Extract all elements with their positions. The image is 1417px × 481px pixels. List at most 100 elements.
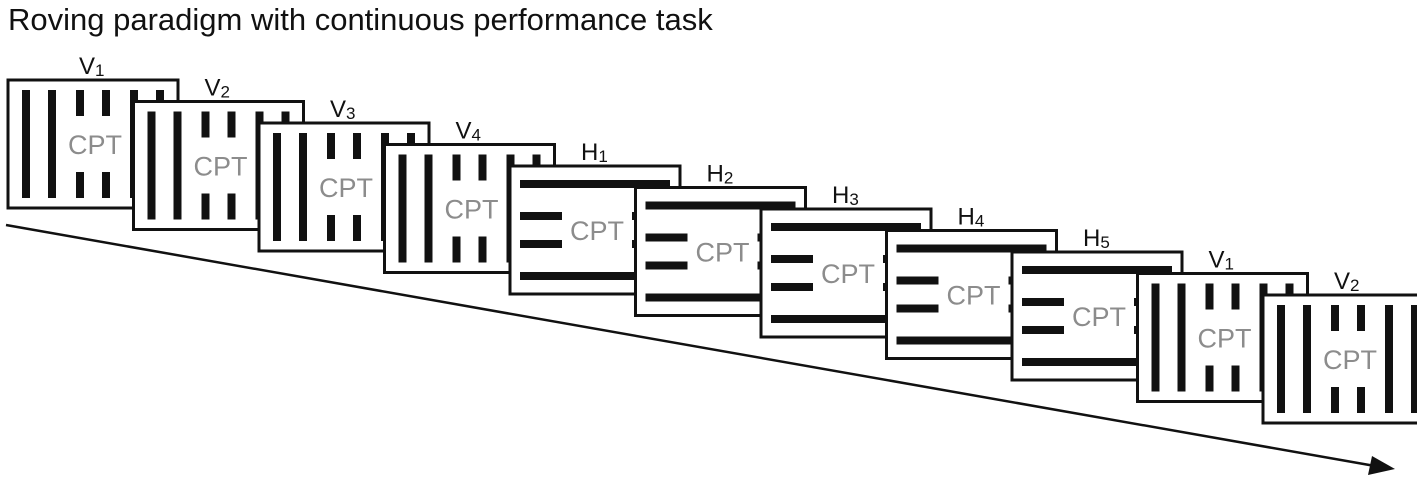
frame-label-subscript: 1: [95, 61, 104, 80]
frame-label: H2: [707, 161, 734, 188]
grating-bar: [645, 293, 796, 302]
grating-bar-segment: [1205, 365, 1214, 392]
grating-bar: [22, 90, 30, 198]
frame-label: H3: [832, 182, 859, 209]
frame-label-letter: V: [1334, 268, 1350, 295]
grating-bar: [896, 336, 1047, 345]
grating-bar-segment: [645, 233, 688, 242]
frame-label: V3: [330, 96, 355, 123]
grating-bar: [1303, 305, 1311, 413]
cpt-label: CPT: [1072, 302, 1126, 332]
grating-bar: [398, 154, 407, 263]
grating-bar-segment: [1357, 305, 1365, 331]
grating-bar-segment: [76, 172, 84, 198]
cpt-label: CPT: [1198, 324, 1252, 354]
frame-label-letter: H: [832, 182, 849, 209]
cpt-label: CPT: [319, 173, 373, 203]
frame-label-subscript: 5: [1100, 233, 1109, 252]
frame-label-letter: H: [958, 204, 975, 231]
grating-bar: [1151, 283, 1160, 392]
time-arrow-line: [5, 223, 1376, 468]
cpt-label: CPT: [194, 152, 248, 182]
grating-bar: [173, 111, 182, 220]
frame-label: V4: [456, 118, 481, 145]
time-arrow: [5, 223, 1395, 475]
grating-bar-segment: [1357, 387, 1365, 413]
grating-bar: [48, 90, 56, 198]
frame-label-subscript: 1: [1225, 255, 1234, 274]
cpt-label: CPT: [821, 259, 875, 289]
grating-bar-segment: [1022, 326, 1064, 334]
grating-bar: [424, 154, 433, 263]
cpt-label: CPT: [570, 216, 624, 246]
grating-bar: [1411, 305, 1417, 413]
frame-label-letter: H: [1083, 225, 1100, 252]
frame-label-letter: V: [79, 53, 95, 80]
grating-bar-segment: [1331, 305, 1339, 331]
grating-bar: [147, 111, 156, 220]
time-arrow-head: [1368, 456, 1395, 475]
grating-bar-segment: [1231, 283, 1240, 310]
grating-bar-segment: [353, 215, 361, 241]
grating-bar-segment: [353, 133, 361, 159]
grating-bar: [273, 133, 281, 241]
cpt-label: CPT: [947, 281, 1001, 311]
frame-label-subscript: 4: [975, 212, 984, 231]
grating-bar-segment: [102, 90, 110, 116]
grating-bar-segment: [896, 304, 939, 313]
grating-bar-segment: [227, 111, 236, 138]
grating-bar-segment: [201, 193, 210, 220]
grating-bar: [771, 315, 921, 323]
cpt-label: CPT: [1323, 345, 1377, 375]
frame-label: H5: [1083, 225, 1110, 252]
grating-bar: [1385, 305, 1393, 413]
grating-bar-segment: [520, 212, 562, 220]
grating-bar: [1022, 358, 1172, 366]
frame-label: H1: [581, 139, 608, 166]
grating-bar-segment: [452, 154, 461, 181]
grating-bar: [645, 201, 796, 210]
frame-label-subscript: 2: [724, 169, 733, 188]
cpt-label: CPT: [696, 238, 750, 268]
grating-bar: [520, 180, 670, 188]
grating-bar-segment: [1231, 365, 1240, 392]
grating-bar-segment: [771, 255, 813, 263]
grating-bar-segment: [102, 172, 110, 198]
grating-bar-segment: [645, 261, 688, 270]
grating-bar-segment: [896, 276, 939, 285]
frame-label-letter: H: [707, 161, 724, 188]
grating-bar-segment: [76, 90, 84, 116]
frame-label-letter: V: [456, 118, 472, 145]
grating-bar-segment: [327, 133, 335, 159]
frame-label: V1: [1209, 247, 1234, 274]
frame-label-subscript: 2: [221, 83, 230, 102]
cpt-label: CPT: [445, 195, 499, 225]
frame-label-subscript: 2: [1350, 276, 1359, 295]
grating-bar-segment: [771, 283, 813, 291]
frame-label-letter: V: [330, 96, 346, 123]
frame-label-letter: V: [205, 75, 221, 102]
grating-bar-segment: [478, 236, 487, 263]
grating-bar: [299, 133, 307, 241]
frame-label-subscript: 3: [346, 104, 355, 123]
grating-bar-segment: [1022, 298, 1064, 306]
stimulus-frames: V1CPTV2CPTV3CPTV4CPTH1CPTH2CPTH3CPTH4CPT…: [6, 53, 1417, 425]
frame-label-subscript: 4: [472, 126, 481, 145]
grating-bar: [1177, 283, 1186, 392]
frame-label-letter: V: [1209, 247, 1225, 274]
diagram-title: Roving paradigm with continuous performa…: [8, 2, 713, 37]
grating-bar-segment: [1205, 283, 1214, 310]
grating-bar-segment: [478, 154, 487, 181]
grating-bar: [1277, 305, 1285, 413]
grating-bar-segment: [327, 215, 335, 241]
frame-label-subscript: 3: [849, 190, 858, 209]
grating-bar-segment: [227, 193, 236, 220]
frame-label-letter: H: [581, 139, 598, 166]
frame-label: V2: [1334, 268, 1359, 295]
grating-bar: [896, 244, 1047, 253]
grating-bar-segment: [201, 111, 210, 138]
frame-label: V2: [205, 75, 230, 102]
frame-label-subscript: 1: [598, 147, 607, 166]
